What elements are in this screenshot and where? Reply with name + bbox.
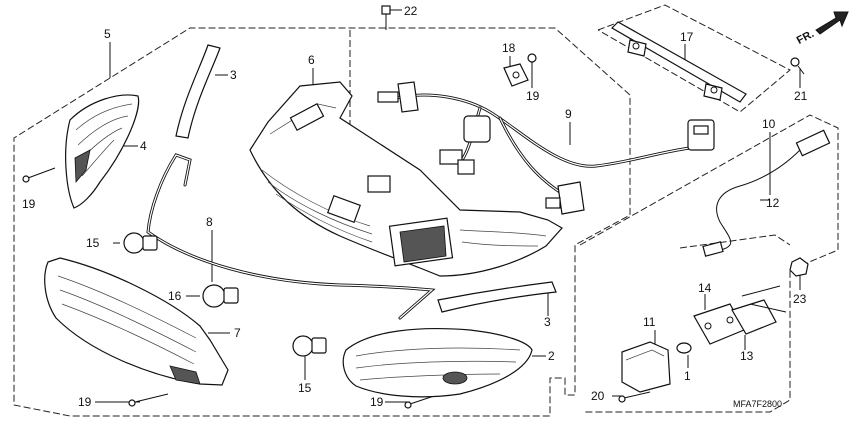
screw-part-20 [618, 391, 651, 403]
callout-9: 9 [565, 107, 572, 121]
callout-23: 23 [793, 292, 807, 306]
callout-22: 22 [404, 4, 418, 18]
callout-20: 20 [591, 389, 605, 403]
callout-13: 13 [740, 349, 754, 363]
callout-19-bottom-left: 19 [78, 395, 92, 409]
callout-2: 2 [548, 349, 555, 363]
nut-part-23 [789, 257, 809, 277]
wire-harness-part-9 [377, 81, 715, 215]
bulb-part-16 [202, 284, 239, 308]
license-light-wire-part-10-12 [702, 129, 831, 257]
gasket-strip-part-3-upper [175, 44, 221, 139]
license-gasket-part-13 [731, 285, 787, 335]
screw-part-19-bottom-left [128, 393, 169, 407]
callout-16: 16 [168, 289, 182, 303]
callout-5: 5 [104, 27, 111, 41]
callout-19-upper-right: 19 [526, 89, 540, 103]
callout-8: 8 [206, 215, 213, 229]
bulb-part-15-lower [292, 335, 327, 357]
gasket-strip-part-3-lower [437, 281, 557, 313]
screw-part-19-upper-right [527, 53, 537, 70]
callout-18: 18 [502, 41, 516, 55]
clamp-part-18 [503, 63, 529, 87]
callout-12: 12 [766, 196, 780, 210]
callout-3-lower: 3 [544, 315, 551, 329]
assembly-boundary-main [13, 27, 631, 417]
front-direction-arrow: FR. [795, 11, 849, 47]
callout-6: 6 [308, 53, 315, 67]
callout-15-upper: 15 [86, 236, 100, 250]
side-lens-part-7 [44, 257, 229, 386]
callout-14: 14 [698, 281, 712, 295]
lower-lens-part-2 [342, 328, 533, 398]
seal-cord-part-8 [146, 153, 436, 320]
callout-labels: 5 3 4 6 19 8 15 16 7 15 19 19 2 3 22 18 … [22, 4, 808, 409]
callout-3-upper: 3 [230, 68, 237, 82]
assembly-boundary-sub [679, 234, 791, 249]
callout-1: 1 [684, 369, 691, 383]
callout-21: 21 [794, 89, 808, 103]
tail-light-housing-part-6 [249, 81, 563, 277]
screw-part-22 [381, 5, 391, 30]
callout-19-left: 19 [22, 197, 36, 211]
license-lens-part-11 [621, 341, 671, 393]
figure-code: MFA7F2800 [733, 399, 782, 409]
bulb-part-1 [676, 342, 692, 354]
callout-11: 11 [643, 315, 656, 329]
screw-part-19-left [22, 167, 56, 183]
callout-17: 17 [680, 30, 694, 44]
assembly-boundary-license [579, 114, 839, 413]
bulb-part-15-upper [123, 232, 158, 254]
screw-part-21 [790, 57, 805, 75]
direction-label: FR. [795, 28, 816, 47]
assembly-boundary-bracket [597, 4, 791, 113]
side-lens-part-4 [65, 94, 140, 209]
callout-15-lower: 15 [298, 381, 312, 395]
callout-10: 10 [762, 117, 776, 131]
callout-19-bottom-center: 19 [370, 395, 384, 409]
callout-7: 7 [234, 326, 241, 340]
callout-4: 4 [140, 139, 147, 153]
bracket-part-17 [611, 21, 747, 103]
